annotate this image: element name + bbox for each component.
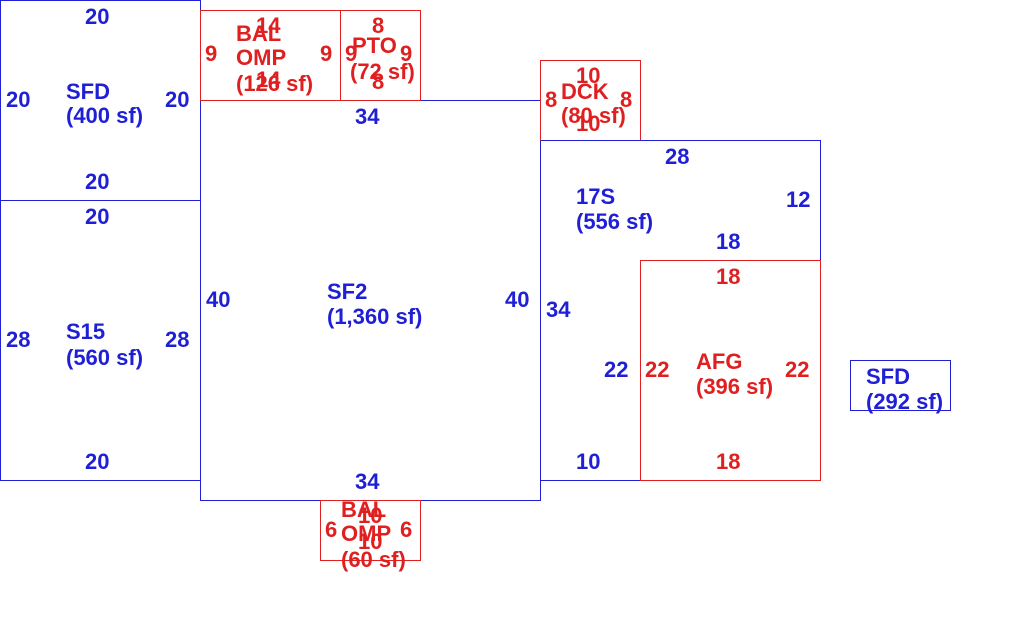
sfd-top-code: SFD: [66, 79, 110, 104]
dck-code: DCK: [561, 79, 609, 104]
afg-dim-bottom: 18: [716, 449, 741, 474]
s17-code: 17S: [576, 184, 616, 209]
dck-dim-right: 8: [620, 87, 633, 112]
s17-dim-right: 12: [786, 187, 811, 212]
sfd-top-dim-top: 20: [85, 4, 110, 29]
sfd-top-dim-bottom: 20: [85, 169, 110, 194]
bal-top-code-line2: OMP: [236, 45, 287, 70]
bal-top-dim-right: 9: [320, 41, 333, 66]
pto-dim-right: 9: [400, 41, 413, 66]
sfd-top-dim-right: 20: [165, 87, 190, 112]
afg-area: (396 sf): [696, 374, 774, 399]
s17-dim-inner-left: 22: [604, 357, 629, 382]
pto-dim-bottom: 8: [372, 69, 385, 94]
room-patio: [340, 10, 421, 101]
bal-top-area: (126 sf): [236, 71, 314, 96]
sfd-top-area: (400 sf): [66, 103, 144, 128]
dck-dim-left: 8: [545, 87, 558, 112]
sf2-area: (1,360 sf): [327, 304, 423, 329]
bal-bottom-dim-left: 6: [325, 517, 338, 542]
sf2-dim-left: 40: [206, 287, 231, 312]
bal-top-dim-left: 9: [205, 41, 218, 66]
room-garage: [640, 260, 821, 481]
pto-code: PTO: [352, 33, 397, 58]
s17-dim-left: 34: [546, 297, 571, 322]
afg-dim-top: 18: [716, 264, 741, 289]
bal-bottom-area: (60 sf): [341, 547, 406, 572]
dck-dim-top: 10: [576, 63, 601, 88]
room-balcony-bottom: [320, 500, 421, 561]
pto-area: (72 sf): [350, 59, 415, 84]
sfd-small-area: (292 sf): [866, 389, 944, 414]
s17-dim-bottom: 10: [576, 449, 601, 474]
afg-dim-right: 22: [785, 357, 810, 382]
sf2-dim-right: 40: [505, 287, 530, 312]
s15-dim-bottom: 20: [85, 449, 110, 474]
s15-dim-right: 28: [165, 327, 190, 352]
s17-dim-inner-top: 18: [716, 229, 741, 254]
sfd-small-code: SFD: [866, 364, 910, 389]
bal-bottom-code-line1: BAL: [341, 497, 387, 522]
bal-bottom-code-line2: OMP: [341, 521, 392, 546]
room-sfd-small: [850, 360, 951, 411]
sf2-code: SF2: [327, 279, 368, 304]
dck-dim-bottom: 10: [576, 111, 601, 136]
sf2-dim-top: 34: [355, 104, 380, 129]
s15-area: (560 sf): [66, 345, 144, 370]
bal-top-dim-bottom: 14: [256, 67, 281, 92]
pto-dim-top: 8: [372, 13, 385, 38]
afg-dim-left: 22: [645, 357, 670, 382]
s17-dim-top: 28: [665, 144, 690, 169]
bal-top-code-line1: BAL: [236, 21, 282, 46]
sfd-top-dim-left: 20: [6, 87, 31, 112]
dck-area: (80 sf): [561, 103, 626, 128]
s15-code: S15: [66, 319, 106, 344]
pto-dim-left: 9: [345, 41, 358, 66]
s15-dim-left: 28: [6, 327, 31, 352]
bal-bottom-dim-top: 10: [358, 503, 383, 528]
s15-dim-top: 20: [85, 204, 110, 229]
bal-top-dim-top: 14: [256, 13, 281, 38]
bal-bottom-dim-bottom: 10: [358, 529, 383, 554]
bal-bottom-dim-right: 6: [400, 517, 413, 542]
s17-area: (556 sf): [576, 209, 654, 234]
sf2-dim-bottom: 34: [355, 469, 380, 494]
afg-code: AFG: [696, 349, 743, 374]
